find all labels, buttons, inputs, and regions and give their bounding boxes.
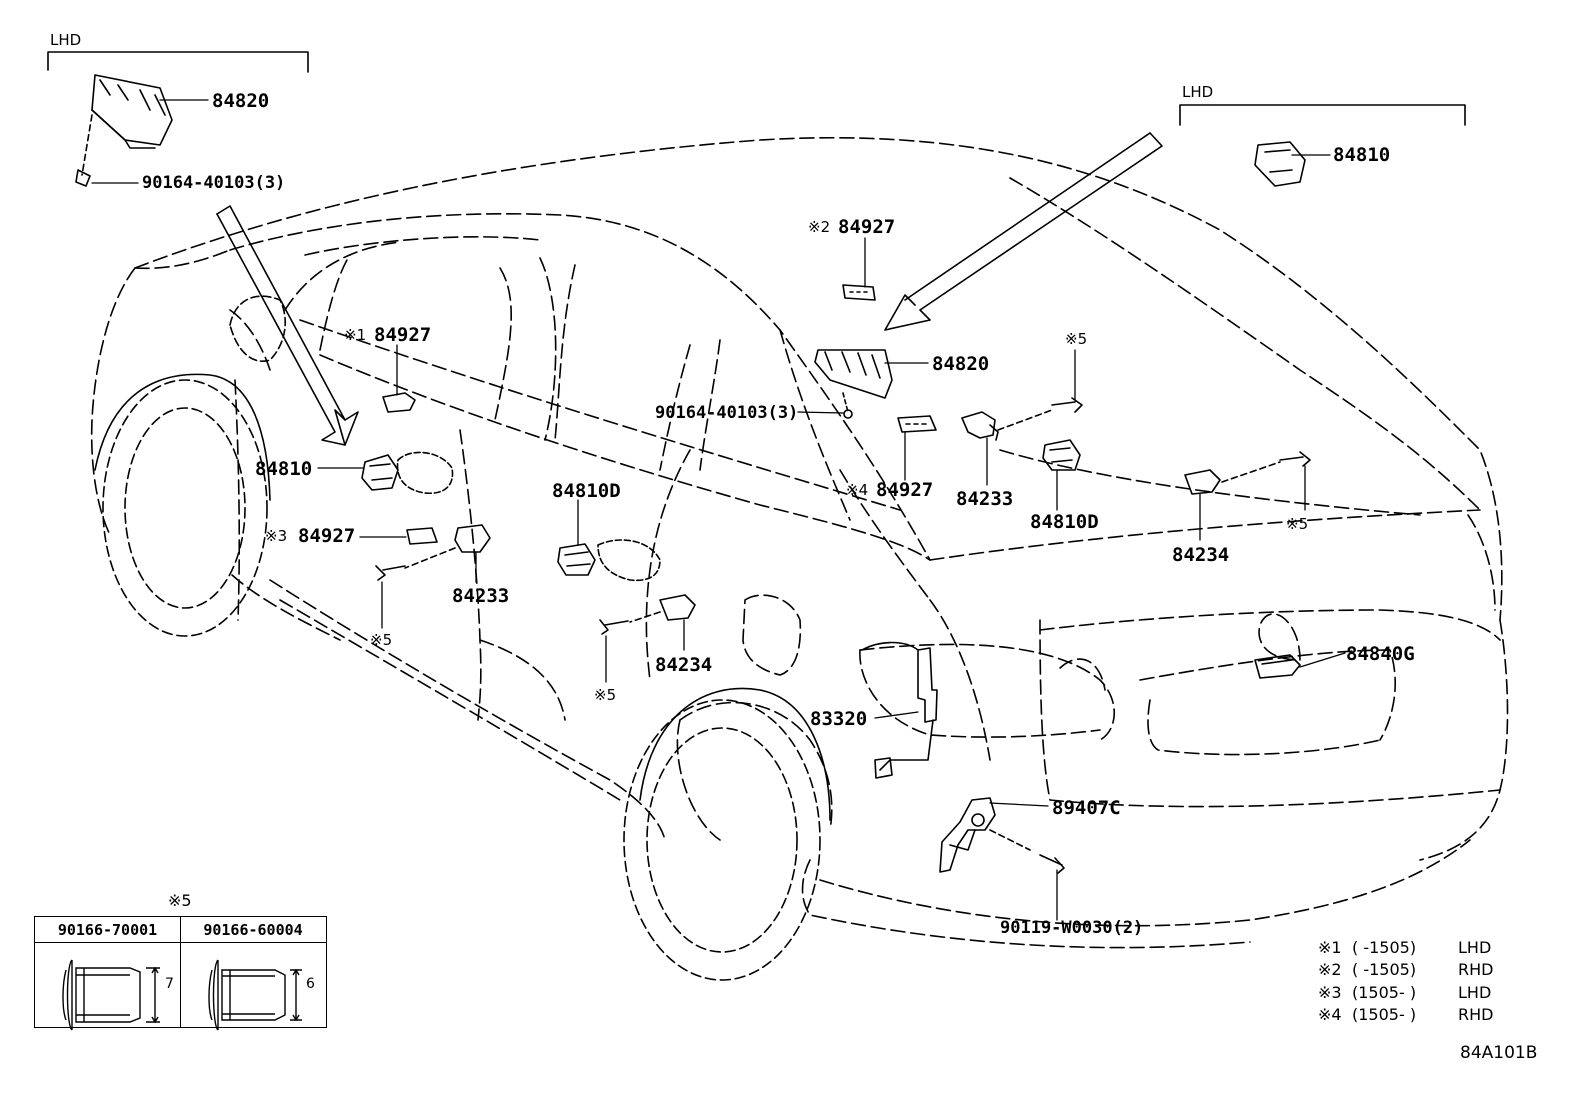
part-84927-n1 xyxy=(382,392,416,413)
note-mark-1: ※1 xyxy=(344,326,367,344)
lhd-label-right: LHD xyxy=(1182,83,1214,101)
wheel-rear xyxy=(623,687,831,981)
bolt-dimension-1: 7 xyxy=(165,976,174,992)
bolt-table-header-2: 90166-60004 xyxy=(180,917,326,943)
callout-84234-left: 84234 xyxy=(655,654,713,676)
note-mark-4: ※4 xyxy=(846,481,869,499)
callout-84927-n1: 84927 xyxy=(374,324,432,346)
part-84927-n3 xyxy=(406,527,438,545)
callout-90119: 90119-W0030(2) xyxy=(1000,918,1144,938)
footnote-drive: RHD xyxy=(1458,960,1494,979)
bolt-dimension-2: 6 xyxy=(306,976,315,992)
bolt-table-title: ※5 xyxy=(168,891,192,910)
bolt-table-divider xyxy=(180,917,181,1027)
callout-84927-n3: 84927 xyxy=(298,525,356,547)
callout-84810-top: 84810 xyxy=(1333,144,1391,166)
part-84810-top xyxy=(1254,141,1306,187)
callout-83320: 83320 xyxy=(810,708,868,730)
callout-89407C: 89407C xyxy=(1052,797,1121,819)
callout-84233-left: 84233 xyxy=(452,585,510,607)
callout-84234-right: 84234 xyxy=(1172,544,1230,566)
footnote-mark: ※3 xyxy=(1318,983,1342,1002)
part-84810-left xyxy=(361,454,399,491)
footnote-range: ( -1505) xyxy=(1352,960,1417,979)
footnote-range: (1505- ) xyxy=(1352,983,1417,1002)
part-84810D-right xyxy=(1042,439,1081,471)
callout-84810D-left: 84810D xyxy=(552,480,621,502)
arrow-right xyxy=(884,132,1163,331)
callout-84927-n2: 84927 xyxy=(838,216,896,238)
bolt-drawings xyxy=(62,959,302,1031)
callout-84840G: 84840G xyxy=(1346,643,1415,665)
part-84234-right xyxy=(1184,469,1221,495)
drawing-code: 84A101B xyxy=(1460,1043,1538,1063)
wheel-front xyxy=(94,373,271,637)
footnote-range: ( -1505) xyxy=(1352,938,1417,957)
footnote-drive: LHD xyxy=(1458,938,1492,957)
part-84810D-left xyxy=(557,543,596,576)
callout-84927-n4: 84927 xyxy=(876,479,934,501)
part-83320 xyxy=(861,641,938,779)
callout-84810D-right: 84810D xyxy=(1030,511,1099,533)
part-84820-top xyxy=(91,74,173,149)
callout-84810-left: 84810 xyxy=(255,458,313,480)
note-mark-5b: ※5 xyxy=(1286,515,1309,533)
lhd-label-left: LHD xyxy=(50,31,82,49)
footnote-mark: ※2 xyxy=(1318,960,1342,979)
note-mark-3: ※3 xyxy=(265,527,288,545)
callout-84820-mid: 84820 xyxy=(932,353,990,375)
footnote-mark: ※1 xyxy=(1318,938,1342,957)
callout-84820-top: 84820 xyxy=(212,90,270,112)
callout-90164-top: 90164-40103(3) xyxy=(142,173,286,193)
footnote-range: (1505- ) xyxy=(1352,1005,1417,1024)
part-84234-left xyxy=(659,594,696,621)
note-mark-5d: ※5 xyxy=(594,686,617,704)
note-mark-5a: ※5 xyxy=(1065,330,1088,348)
part-84233-right xyxy=(961,411,999,441)
footnote-drive: RHD xyxy=(1458,1005,1494,1024)
bolt-table: 90166-70001 90166-60004 xyxy=(34,916,327,1028)
footnote-mark: ※4 xyxy=(1318,1005,1342,1024)
part-84820-mid xyxy=(814,349,893,399)
part-84927-n4 xyxy=(897,415,937,433)
part-84927-n2 xyxy=(842,284,876,301)
callout-84233-right: 84233 xyxy=(956,488,1014,510)
car-outline xyxy=(90,136,1509,949)
part-89407C xyxy=(939,797,996,873)
part-84233-left xyxy=(454,524,491,553)
callout-90164-mid: 90164-40103(3) xyxy=(655,403,799,423)
note-mark-5c: ※5 xyxy=(370,631,393,649)
part-84840G xyxy=(1254,654,1301,679)
arrow-left xyxy=(216,205,359,446)
footnote-drive: LHD xyxy=(1458,983,1492,1002)
note-mark-2: ※2 xyxy=(808,218,831,236)
leader-lines xyxy=(91,99,1346,921)
bolt-table-header-1: 90166-70001 xyxy=(35,917,180,943)
